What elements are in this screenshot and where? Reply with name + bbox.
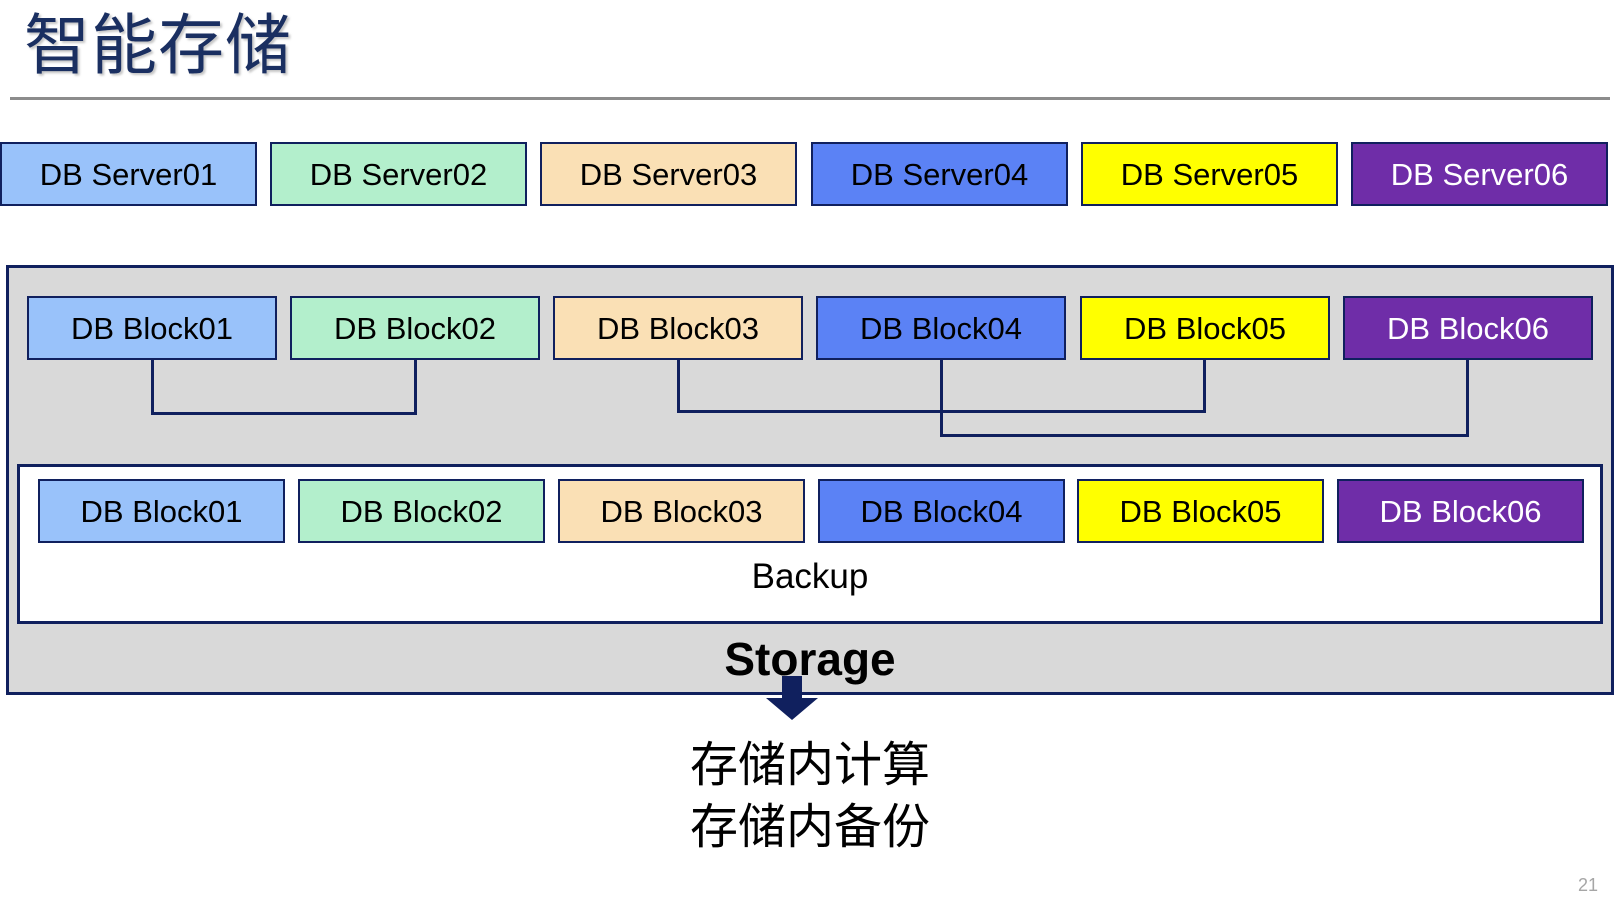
connector-1-crossbar [151,412,417,415]
db-block-backup-1[interactable]: DB Block01 [38,479,285,543]
db-block-primary-6[interactable]: DB Block06 [1343,296,1593,360]
connector-2-left-stem [677,360,680,410]
db-server-2[interactable]: DB Server02 [270,142,527,206]
connector-2-right-stem [1203,360,1206,410]
page-number: 21 [1577,875,1598,895]
down-arrow-icon [766,676,818,720]
caption-block: 存储内计算存储内备份 [0,735,1620,859]
db-server-label: DB Server01 [39,156,218,192]
db-block-row-backup: DB Block01 DB Block02 DB Block03 DB Block04… [38,479,1618,543]
db-block-primary-label: DB Block05 [1124,310,1286,346]
db-server-4[interactable]: DB Server04 [811,142,1068,206]
title-divider [10,97,1610,100]
db-server-label: DB Server05 [1120,156,1299,192]
db-block-backup-2[interactable]: DB Block02 [298,479,545,543]
db-server-label: DB Server03 [579,156,758,192]
db-block-backup-3[interactable]: DB Block03 [558,479,805,543]
db-server-6[interactable]: DB Server06 [1351,142,1608,206]
db-server-row: DB Server01 DB Server02 DB Server03 DB Serv… [0,142,1620,206]
db-block-backup-label: DB Block03 [600,493,763,529]
connector-3-crossbar [940,434,1469,437]
backup-box: DB Block01 DB Block02 DB Block03 DB Block04… [17,464,1603,624]
db-block-backup-5[interactable]: DB Block05 [1077,479,1324,543]
db-block-primary-4[interactable]: DB Block04 [816,296,1066,360]
db-block-primary-label: DB Block04 [860,310,1022,346]
db-server-label: DB Server06 [1390,156,1569,192]
db-block-primary-label: DB Block06 [1387,310,1549,346]
db-block-primary-2[interactable]: DB Block02 [290,296,540,360]
connector-3-right-stem [1466,360,1469,434]
storage-label: Storage [724,633,896,685]
db-block-primary-label: DB Block01 [71,310,233,346]
storage-container: DB Block01 DB Block02 DB Block03 DB Block04… [6,265,1614,720]
caption-line-2: 存储内备份 [689,801,930,854]
connector-1-right-stem [414,360,417,412]
db-block-primary-5[interactable]: DB Block05 [1080,296,1330,360]
db-server-1[interactable]: DB Server01 [0,142,257,206]
db-block-row-primary: DB Block01 DB Block02 DB Block03 DB Block04… [27,296,1620,360]
db-block-backup-label: DB Block01 [80,493,243,529]
db-server-label: DB Server04 [850,156,1029,192]
backup-label: Backup [751,557,869,596]
db-block-backup-label: DB Block04 [860,493,1023,529]
connector-3-left-stem [940,360,943,434]
db-server-5[interactable]: DB Server05 [1081,142,1338,206]
db-server-3[interactable]: DB Server03 [540,142,797,206]
db-block-primary-1[interactable]: DB Block01 [27,296,277,360]
db-block-primary-3[interactable]: DB Block03 [553,296,803,360]
db-block-backup-4[interactable]: DB Block04 [818,479,1065,543]
db-block-primary-label: DB Block03 [597,310,759,346]
db-block-backup-label: DB Block05 [1119,493,1282,529]
connector-1-left-stem [151,360,154,412]
db-server-label: DB Server02 [309,156,488,192]
db-block-backup-label: DB Block02 [340,493,503,529]
db-block-backup-label: DB Block06 [1379,493,1542,529]
db-block-backup-6[interactable]: DB Block06 [1337,479,1584,543]
db-block-primary-label: DB Block02 [334,310,496,346]
page-title: 智能存储 [24,8,292,82]
caption-line-1: 存储内计算 [689,739,930,792]
